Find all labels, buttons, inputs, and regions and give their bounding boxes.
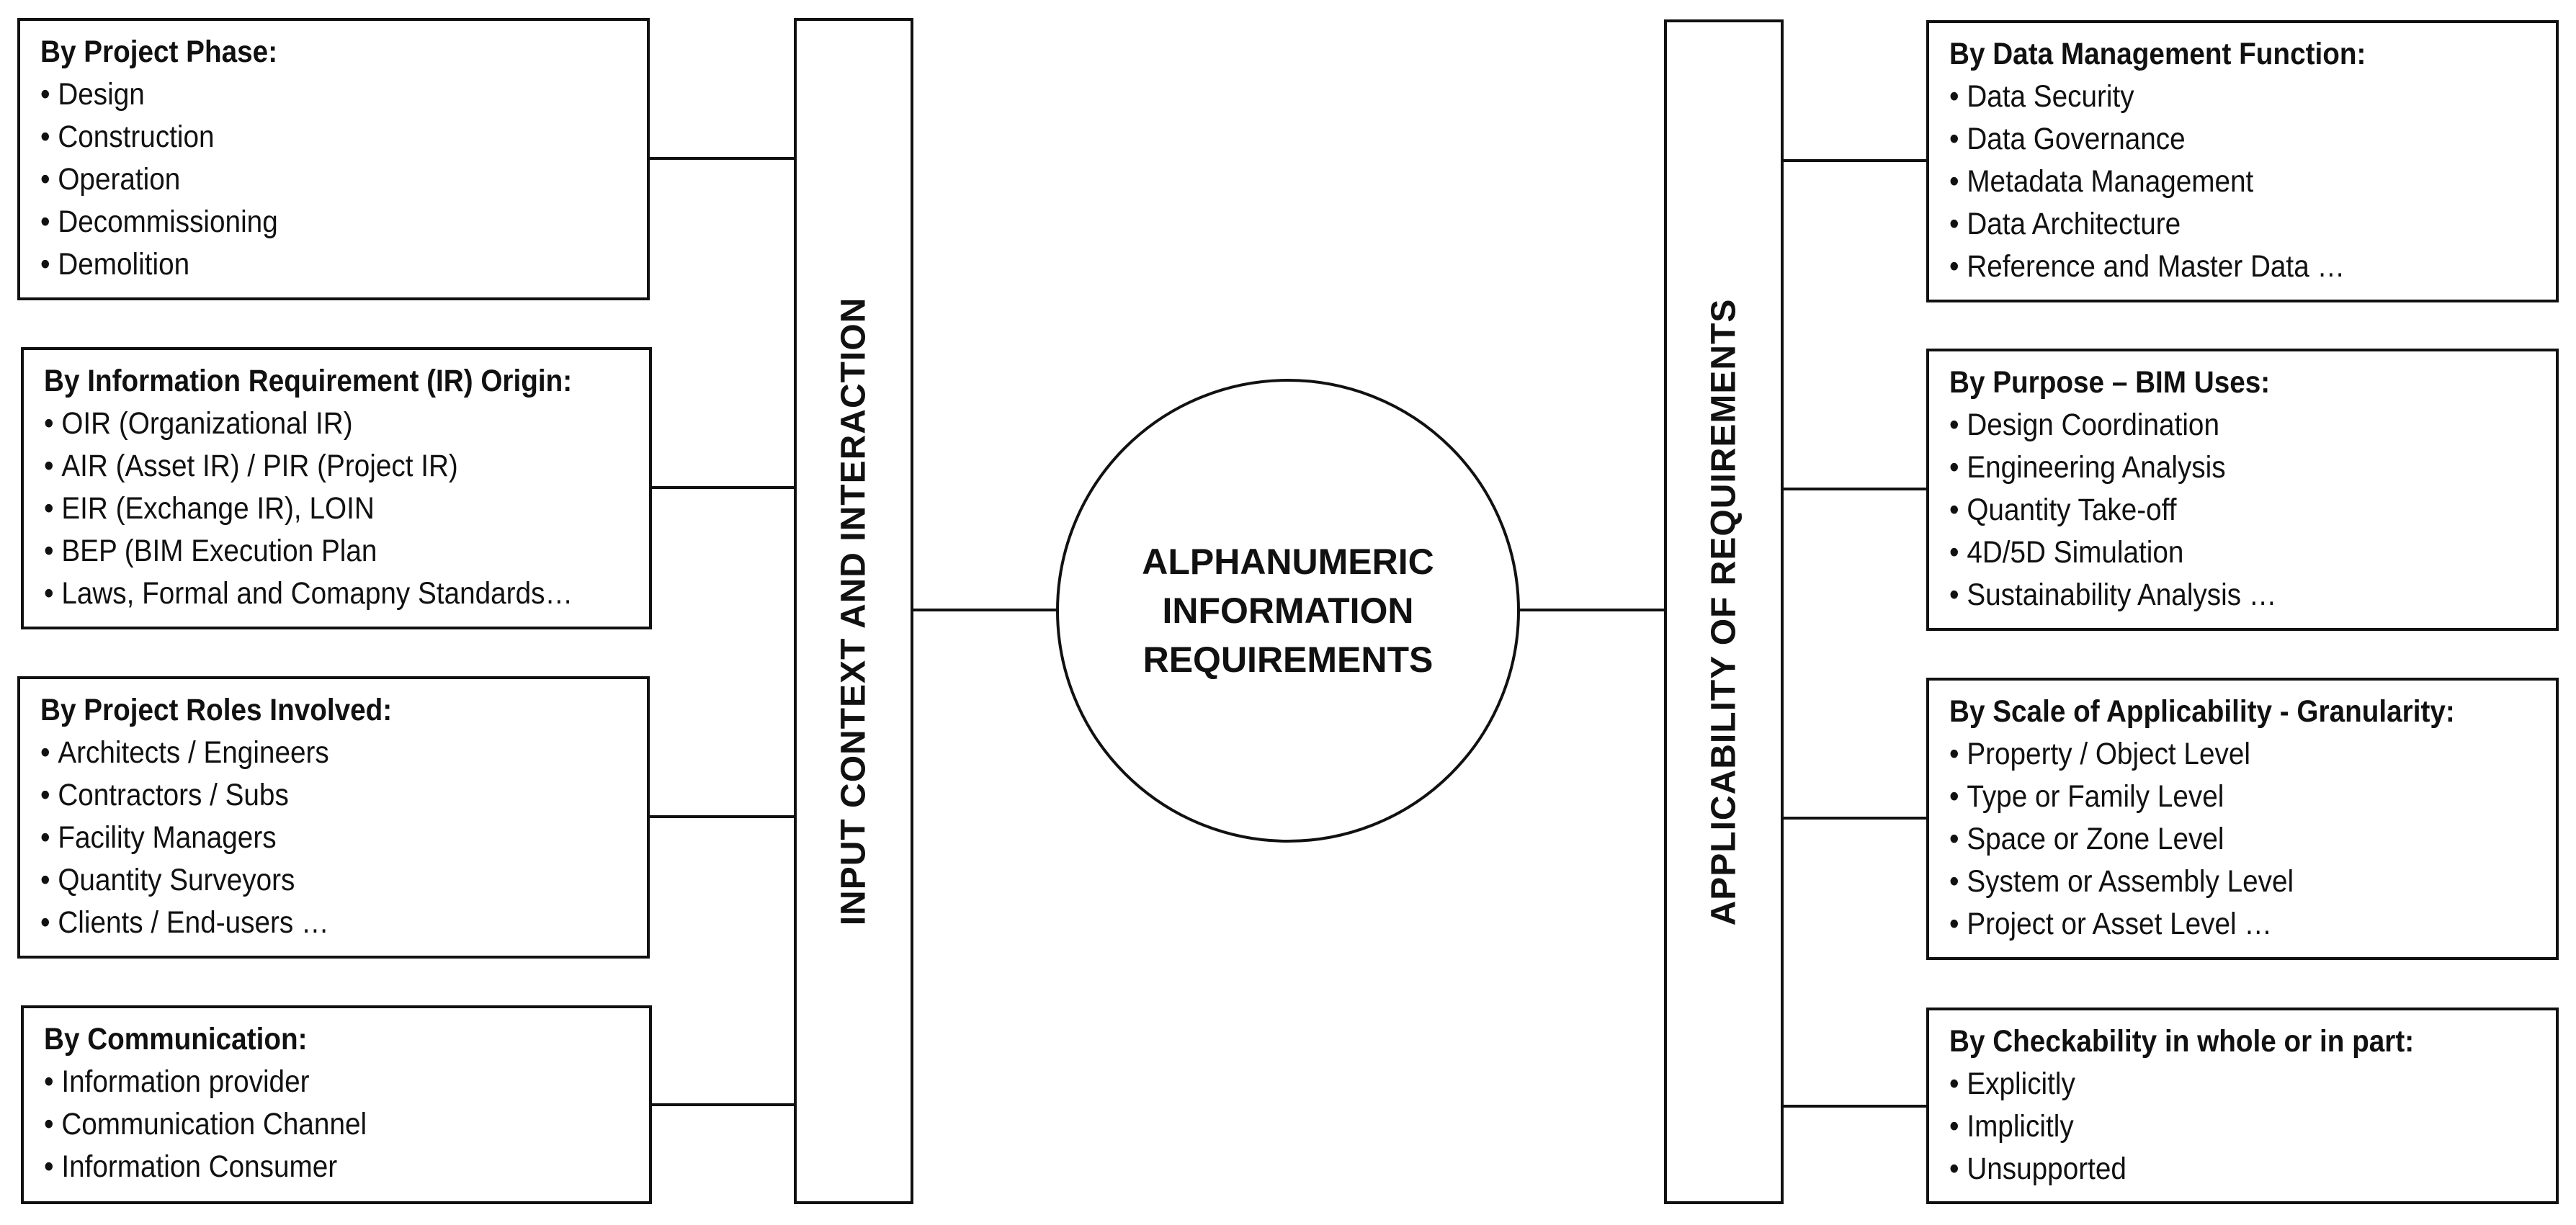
list-item: Information provider	[44, 1061, 589, 1103]
list-item: Project or Asset Level …	[1949, 903, 2495, 946]
project-phase-box: By Project Phase: Design Construction Op…	[17, 18, 650, 300]
list-item: Implicitly	[1949, 1105, 2495, 1148]
list-item: Construction	[40, 116, 586, 158]
input-context-bar: INPUT CONTEXT AND INTERACTION	[794, 18, 913, 1204]
communication-list: Information provider Communication Chann…	[44, 1061, 649, 1188]
connector-line	[1784, 817, 1928, 820]
project-roles-list: Architects / Engineers Contractors / Sub…	[40, 732, 647, 944]
list-item: Data Architecture	[1949, 203, 2495, 246]
list-item: Engineering Analysis	[1949, 447, 2495, 489]
data-management-box: By Data Management Function: Data Securi…	[1926, 20, 2559, 302]
list-item: Laws, Formal and Comapny Standards…	[44, 573, 589, 615]
list-item: Operation	[40, 158, 586, 201]
list-item: System or Assembly Level	[1949, 861, 2495, 903]
project-phase-title: By Project Phase:	[40, 35, 278, 69]
list-item: Information Consumer	[44, 1146, 589, 1188]
communication-title: By Communication:	[44, 1022, 308, 1056]
project-phase-list: Design Construction Operation Decommissi…	[40, 73, 647, 286]
connector-line	[1784, 488, 1928, 490]
list-item: Decommissioning	[40, 201, 586, 243]
project-roles-box: By Project Roles Involved: Architects / …	[17, 676, 650, 959]
list-item: BEP (BIM Execution Plan	[44, 530, 589, 573]
list-item: Contractors / Subs	[40, 774, 586, 817]
list-item: Reference and Master Data …	[1949, 246, 2495, 288]
central-title-line: REQUIREMENTS	[1142, 640, 1434, 680]
list-item: Sustainability Analysis …	[1949, 574, 2495, 616]
applicability-label: APPLICABILITY OF REQUIREMENTS	[1704, 298, 1743, 925]
list-item: EIR (Exchange IR), LOIN	[44, 488, 589, 530]
central-requirements-circle: ALPHANUMERIC INFORMATION REQUIREMENTS	[1056, 379, 1520, 843]
list-item: Data Security	[1949, 76, 2495, 118]
granularity-box: By Scale of Applicability - Granularity:…	[1926, 678, 2559, 960]
applicability-bar: APPLICABILITY OF REQUIREMENTS	[1664, 19, 1784, 1204]
project-roles-title: By Project Roles Involved:	[40, 693, 393, 727]
bim-uses-box: By Purpose – BIM Uses: Design Coordinati…	[1926, 349, 2559, 631]
checkability-box: By Checkability in whole or in part: Exp…	[1926, 1008, 2559, 1204]
connector-line	[1784, 1105, 1928, 1108]
list-item: Unsupported	[1949, 1148, 2495, 1190]
bim-uses-title: By Purpose – BIM Uses:	[1949, 365, 2271, 400]
list-item: Metadata Management	[1949, 161, 2495, 203]
data-management-list: Data Security Data Governance Metadata M…	[1949, 76, 2556, 288]
data-management-title: By Data Management Function:	[1949, 37, 2366, 71]
granularity-title: By Scale of Applicability - Granularity:	[1949, 694, 2455, 729]
list-item: Design	[40, 73, 586, 116]
list-item: Explicitly	[1949, 1063, 2495, 1105]
connector-line	[652, 1103, 795, 1106]
central-title-line: ALPHANUMERIC	[1142, 542, 1434, 582]
ir-origin-box: By Information Requirement (IR) Origin: …	[21, 347, 652, 629]
list-item: Communication Channel	[44, 1103, 589, 1146]
connector-line	[1519, 609, 1665, 611]
list-item: Design Coordination	[1949, 404, 2495, 447]
list-item: AIR (Asset IR) / PIR (Project IR)	[44, 445, 589, 488]
granularity-list: Property / Object Level Type or Family L…	[1949, 733, 2556, 946]
list-item: Property / Object Level	[1949, 733, 2495, 776]
list-item: Type or Family Level	[1949, 776, 2495, 818]
ir-origin-list: OIR (Organizational IR) AIR (Asset IR) /…	[44, 403, 649, 615]
list-item: 4D/5D Simulation	[1949, 531, 2495, 574]
communication-box: By Communication: Information provider C…	[21, 1005, 652, 1204]
connector-line	[650, 157, 795, 160]
list-item: Demolition	[40, 243, 586, 286]
connector-line	[650, 815, 795, 818]
central-title: ALPHANUMERIC INFORMATION REQUIREMENTS	[1059, 537, 1517, 684]
connector-line	[913, 609, 1057, 611]
checkability-list: Explicitly Implicitly Unsupported	[1949, 1063, 2556, 1190]
list-item: Facility Managers	[40, 817, 586, 859]
central-title-line: INFORMATION	[1162, 591, 1414, 631]
ir-origin-title: By Information Requirement (IR) Origin:	[44, 364, 573, 398]
list-item: Quantity Take-off	[1949, 489, 2495, 531]
list-item: Architects / Engineers	[40, 732, 586, 774]
connector-line	[1784, 159, 1928, 162]
list-item: Clients / End-users …	[40, 902, 586, 944]
bim-uses-list: Design Coordination Engineering Analysis…	[1949, 404, 2556, 616]
list-item: Quantity Surveyors	[40, 859, 586, 902]
input-context-label: INPUT CONTEXT AND INTERACTION	[834, 297, 873, 925]
checkability-title: By Checkability in whole or in part:	[1949, 1024, 2415, 1059]
list-item: Space or Zone Level	[1949, 818, 2495, 861]
connector-line	[652, 486, 795, 489]
list-item: Data Governance	[1949, 118, 2495, 161]
list-item: OIR (Organizational IR)	[44, 403, 589, 445]
